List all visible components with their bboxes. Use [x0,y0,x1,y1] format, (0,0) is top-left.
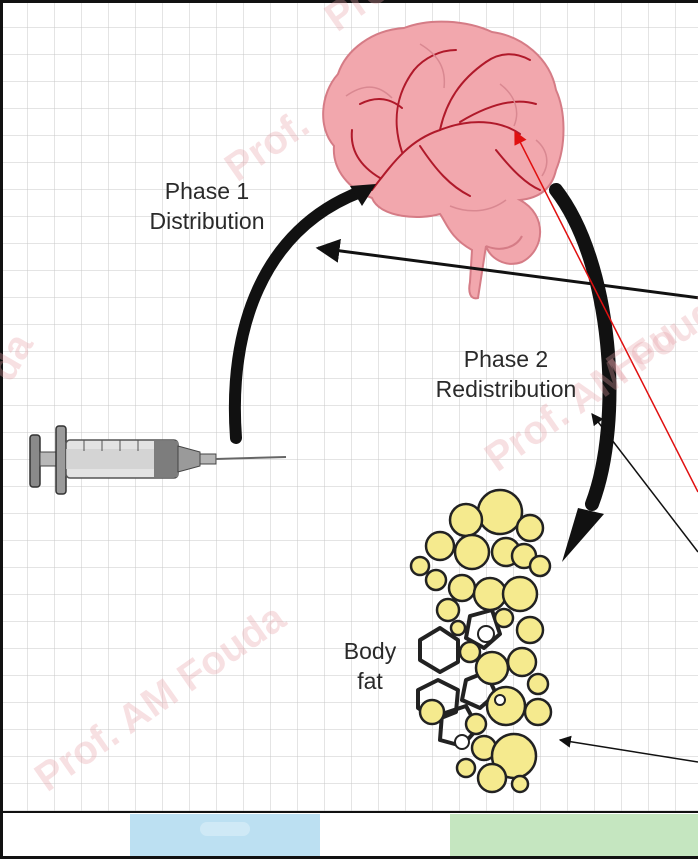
bottom-banner [0,812,698,860]
phase-1-subtitle: Distribution [132,206,282,236]
phase-2-label: Phase 2 Redistribution [418,344,594,404]
phase-2-title: Phase 2 [418,344,594,374]
body-fat-label: Body fat [330,636,410,696]
phase-1-title: Phase 1 [132,176,282,206]
body-fat-line-2: fat [330,666,410,696]
body-fat-line-1: Body [330,636,410,666]
phase-2-subtitle: Redistribution [418,374,594,404]
phase-1-label: Phase 1 Distribution [132,176,282,236]
